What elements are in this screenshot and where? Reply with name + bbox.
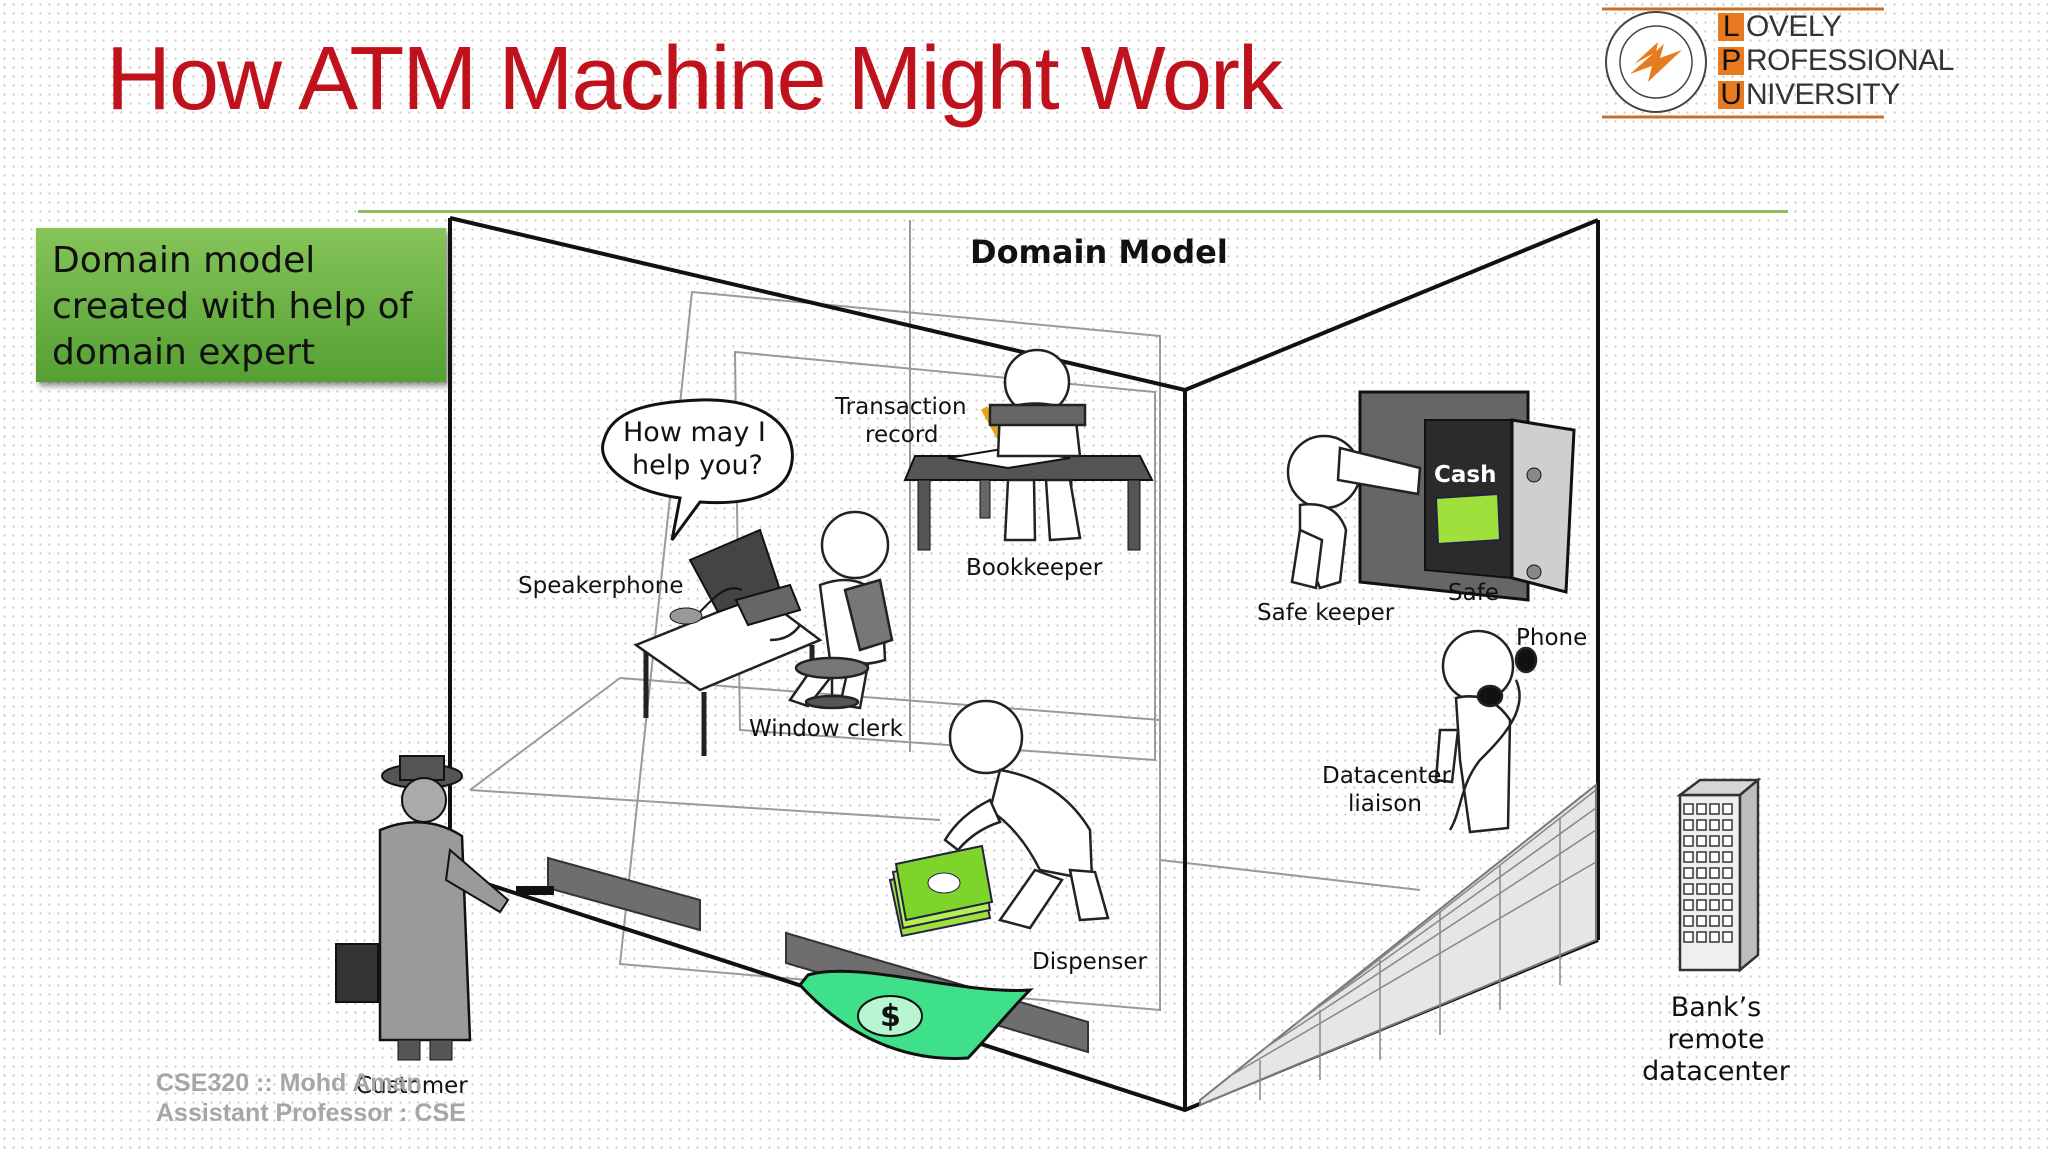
label-window-clerk: Window clerk	[749, 716, 904, 742]
banknote-currency-symbol: $	[880, 999, 901, 1034]
label-datacenter-liaison-1: Datacenter	[1322, 763, 1451, 789]
label-transaction-record-2: record	[865, 422, 938, 448]
callout-line-2: created with help of	[52, 286, 413, 327]
building-window	[1683, 899, 1694, 911]
building-window	[1722, 819, 1733, 831]
safe-keeper-figure	[1286, 434, 1422, 590]
building-window	[1722, 883, 1733, 895]
label-bank-2: remote	[1667, 1024, 1764, 1055]
building-window	[1683, 931, 1694, 943]
building-window	[1709, 851, 1720, 863]
building-window	[1709, 915, 1720, 927]
building-window	[1696, 915, 1707, 927]
building-window	[1709, 931, 1720, 943]
dispenser-figure	[943, 699, 1110, 930]
diagram-title: Domain Model	[970, 233, 1228, 271]
label-datacenter-liaison-2: liaison	[1348, 791, 1422, 817]
speakerphone-icon	[669, 607, 703, 625]
building-window	[1683, 835, 1694, 847]
transaction-record-book-icon	[947, 446, 1071, 470]
atm-card-icon	[516, 886, 554, 895]
building-window	[1722, 803, 1733, 815]
datacenter-building-icon	[1676, 777, 1762, 973]
callout-line-1: Domain model	[52, 240, 316, 281]
building-window	[1683, 851, 1694, 863]
building-window	[1696, 835, 1707, 847]
building-window	[1696, 819, 1707, 831]
footer-line-2: Assistant Professor : CSE	[156, 1099, 466, 1127]
briefcase-icon	[335, 943, 379, 1003]
building-window	[1709, 899, 1720, 911]
customer-figure	[335, 755, 554, 1061]
building-window	[1696, 851, 1707, 863]
label-phone: Phone	[1516, 625, 1587, 651]
title-underline	[358, 210, 1788, 213]
building-window	[1696, 867, 1707, 879]
building-window	[1696, 931, 1707, 943]
building-window	[1722, 915, 1733, 927]
datacenter-liaison-figure	[1434, 629, 1538, 834]
phone-handset-icon	[1476, 684, 1504, 708]
building-window	[1683, 867, 1694, 879]
building-window	[1722, 835, 1733, 847]
building-window	[1722, 899, 1733, 911]
building-window	[1696, 883, 1707, 895]
label-customer: Customer	[356, 1073, 468, 1099]
slide-title: How ATM Machine Might Work	[106, 29, 1283, 129]
building-window	[1709, 835, 1720, 847]
building-window	[1696, 899, 1707, 911]
building-window	[1683, 803, 1694, 815]
label-transaction-record-1: Transaction	[834, 394, 967, 420]
footer-credit: CSE320 :: Mohd Aman Assistant Professor …	[156, 1068, 466, 1128]
building-window	[1709, 883, 1720, 895]
building-window	[1722, 851, 1733, 863]
label-speakerphone: Speakerphone	[518, 573, 684, 599]
building-window	[1709, 867, 1720, 879]
building-window	[1709, 819, 1720, 831]
brick-wall	[1199, 782, 1597, 1107]
building-window	[1683, 819, 1694, 831]
label-dispenser: Dispenser	[1032, 949, 1148, 975]
speech-line-2: help you?	[632, 450, 763, 481]
speech-bubble	[601, 398, 794, 541]
card-slot	[547, 856, 701, 932]
footer-line-1: CSE320 :: Mohd Aman	[156, 1069, 422, 1097]
domain-expert-callout: Domain model created with help of domain…	[36, 228, 446, 382]
label-safe: Safe	[1448, 580, 1499, 606]
bookkeeper-figure	[988, 348, 1087, 542]
cash-stack-icon	[888, 844, 994, 938]
banknote-icon	[798, 969, 1034, 1060]
safe-icon	[1358, 390, 1576, 602]
building-window	[1722, 931, 1733, 943]
callout-line-3: domain expert	[52, 332, 316, 373]
label-bank-1: Bank’s	[1671, 992, 1761, 1023]
building-window	[1709, 803, 1720, 815]
building-window	[1683, 915, 1694, 927]
building-window	[1683, 883, 1694, 895]
logo-frame	[1602, 7, 1884, 119]
label-bank-3: datacenter	[1642, 1056, 1791, 1087]
window-clerk-figure	[769, 510, 894, 710]
keyboard-icon	[734, 583, 802, 627]
speech-line-1: How may I	[623, 417, 766, 448]
label-cash: Cash	[1434, 462, 1496, 488]
label-bookkeeper: Bookkeeper	[966, 555, 1103, 581]
label-safe-keeper: Safe keeper	[1257, 600, 1395, 626]
building-window	[1696, 803, 1707, 815]
building-window	[1722, 867, 1733, 879]
clerk-desk	[633, 528, 823, 756]
